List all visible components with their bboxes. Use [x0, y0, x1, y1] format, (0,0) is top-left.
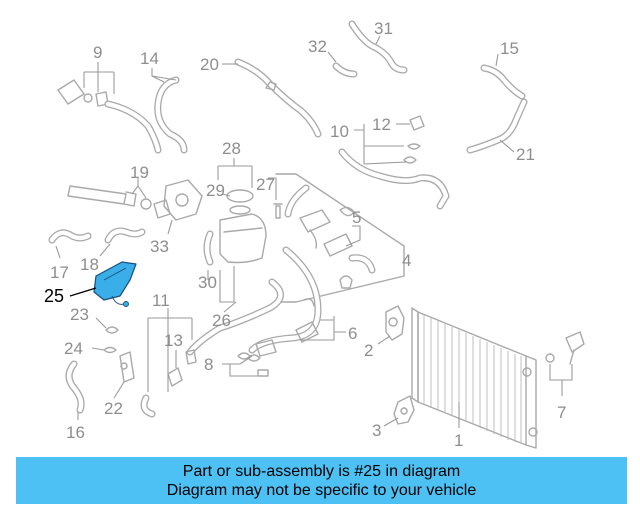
callout-22: 22: [104, 399, 123, 418]
callout-25: 25: [44, 286, 64, 306]
callout-11: 11: [152, 291, 170, 310]
hose-17-drawing: [48, 229, 92, 244]
clip-23-drawing: [105, 326, 119, 334]
hose-18-drawing: [104, 227, 146, 244]
callout-30: 30: [198, 273, 217, 292]
bolt-27-drawing: [273, 203, 283, 219]
part-25-highlighted: [93, 261, 137, 307]
callout-18: 18: [80, 255, 99, 274]
callout-19: 19: [130, 163, 149, 182]
callout-5: 5: [352, 208, 361, 227]
callout-6: 6: [348, 324, 357, 343]
callout-4: 4: [402, 251, 411, 270]
callout-7: 7: [557, 403, 566, 422]
callout-21: 21: [516, 145, 535, 164]
callout-17: 17: [50, 263, 69, 282]
pipe-19-drawing: [67, 185, 152, 210]
pipe-21-drawing: [466, 98, 528, 154]
callout-29: 29: [206, 181, 225, 200]
hose-32-drawing: [332, 62, 358, 78]
callout-10: 10: [330, 122, 349, 141]
parts-diagram: 1 2 3 4 5 6 7 8: [44, 19, 585, 450]
callout-31: 31: [374, 19, 393, 38]
expansion-tank-drawing: [203, 189, 267, 266]
banner-line-2: Diagram may not be specific to your vehi…: [166, 481, 477, 499]
callout-9: 9: [93, 43, 102, 62]
callout-27: 27: [256, 175, 275, 194]
callout-12: 12: [372, 115, 391, 134]
banner-line-1: Part or sub-assembly is #25 in diagram: [182, 462, 461, 480]
callout-26: 26: [212, 311, 231, 330]
hose-31-drawing: [348, 20, 408, 74]
callout-20: 20: [200, 55, 219, 74]
lower-hose-drawing: [186, 246, 322, 360]
hose-16-drawing: [65, 360, 85, 414]
radiator-drawing: [411, 307, 538, 449]
callout-33: 33: [150, 237, 169, 256]
callout-2: 2: [364, 341, 373, 360]
bracket-3-drawing: [393, 395, 415, 425]
callout-24: 24: [64, 339, 83, 358]
callout-3: 3: [372, 421, 381, 440]
callout-15: 15: [500, 39, 519, 58]
callout-8: 8: [204, 355, 213, 374]
bracket-2-drawing: [385, 305, 405, 341]
thermostat-housing-33-drawing: [153, 179, 203, 221]
callout-13: 13: [164, 331, 183, 350]
callout-32: 32: [308, 37, 327, 56]
callout-1: 1: [454, 431, 463, 450]
hose-15-drawing: [480, 64, 526, 100]
ring-24-drawing: [103, 346, 117, 354]
callout-16: 16: [66, 423, 85, 442]
hose-group-4-parts: [284, 184, 376, 289]
callout-14: 14: [140, 49, 159, 68]
sensor-22-drawing: [119, 351, 135, 383]
pipe-20-drawing: [234, 58, 322, 138]
fitting-9-drawing: [57, 79, 109, 107]
callout-28: 28: [222, 139, 241, 158]
hose-14-drawing: [104, 76, 188, 154]
upper-hose-10-drawing: [338, 115, 450, 210]
plug-8-drawing: [247, 354, 269, 377]
callout-23: 23: [70, 305, 89, 324]
info-banner: Part or sub-assembly is #25 in diagram D…: [16, 457, 627, 504]
hose-11-drawing: [140, 349, 197, 418]
hose-group-4-bracket: [275, 173, 405, 303]
connector-7-drawing: [545, 331, 585, 365]
